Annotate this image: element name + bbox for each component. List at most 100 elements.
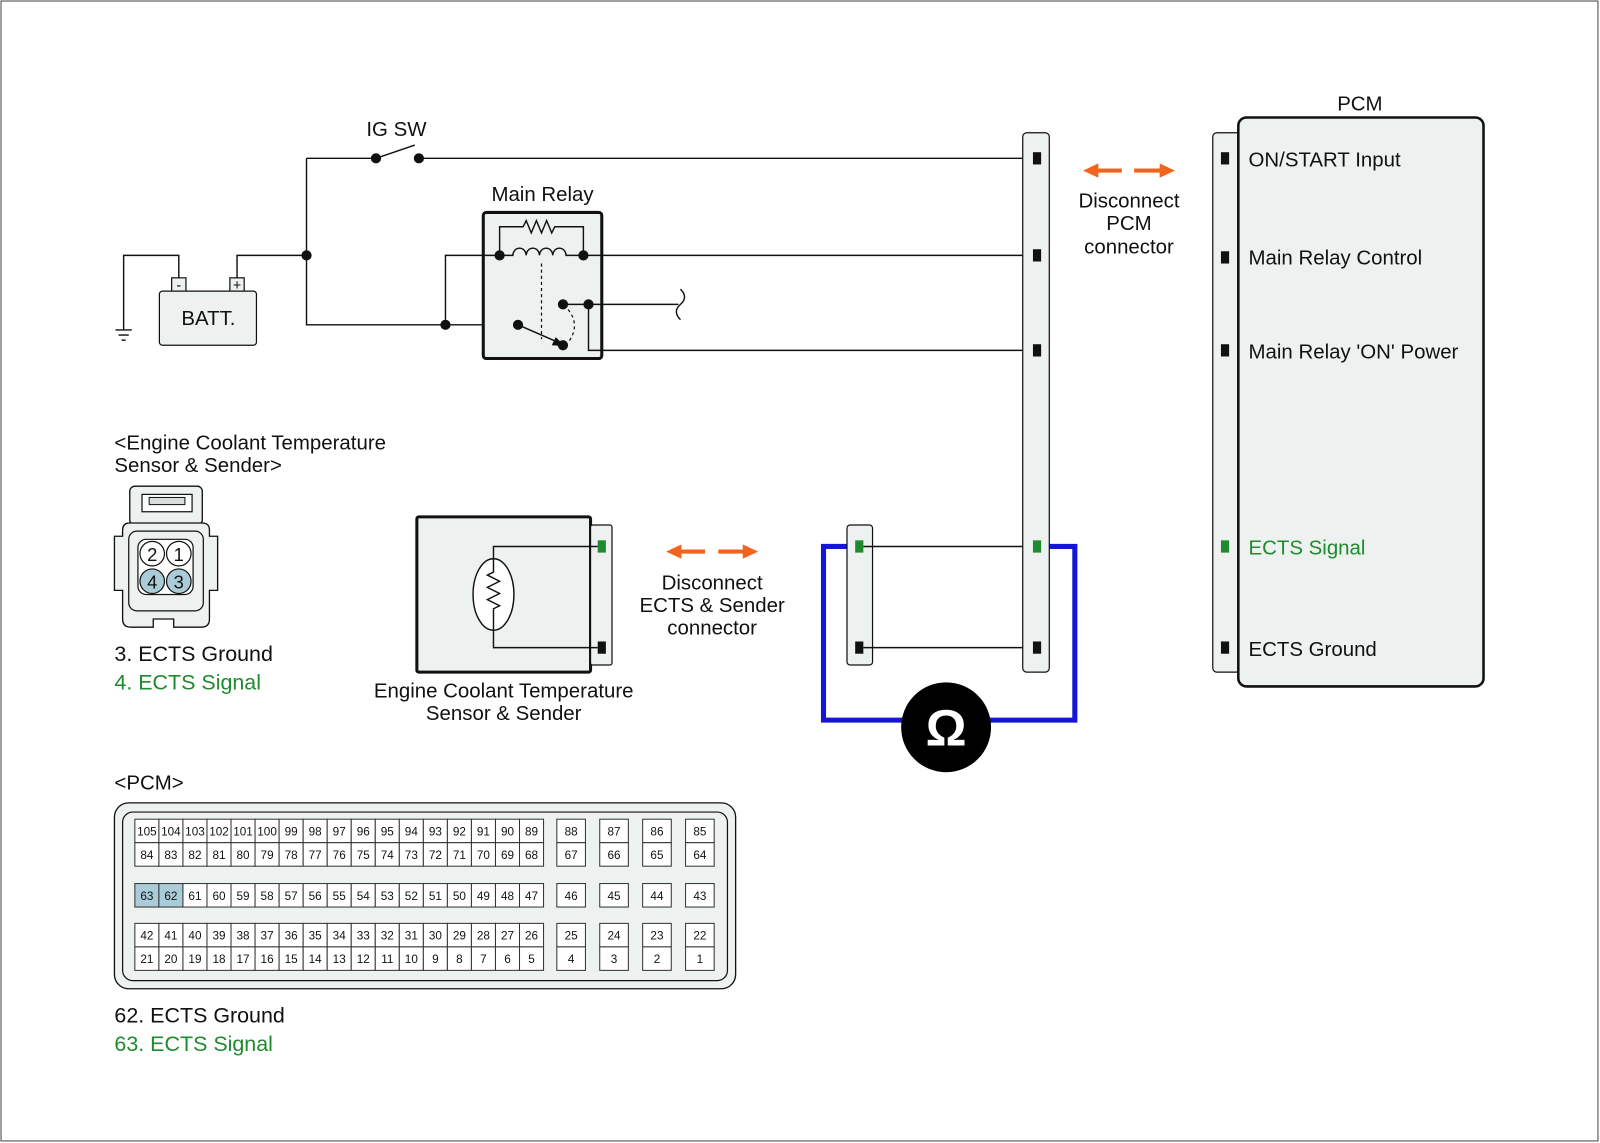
pcm-pin-number: 67	[565, 849, 578, 862]
connector-latch-bar	[148, 496, 186, 506]
pcm-pin-number: 92	[453, 826, 466, 839]
pcm-pin-cell	[518, 883, 545, 908]
pcm-pin-number: 60	[212, 890, 226, 903]
pcm-pin-number: 25	[565, 930, 579, 943]
pcm-pin-number: 83	[164, 849, 178, 862]
pcm-pin-number: 100	[257, 826, 277, 839]
pcm-pin-number: 20	[164, 953, 178, 966]
connector-housing-inner	[128, 530, 204, 612]
ig-switch-label: IG SW	[366, 119, 427, 141]
pcm-pin-number: 90	[501, 826, 515, 839]
pcm-terminal-label: ON/START Input	[1249, 149, 1401, 171]
pcm-pin-number: 6	[504, 953, 511, 966]
pcm-disconnect-text: PCM	[1106, 213, 1151, 235]
pcm-module: PCM ON/START Input Main Relay Control Ma…	[1212, 93, 1485, 688]
ects-harness-connector	[846, 524, 874, 666]
pcm-pin-number: 42	[140, 930, 153, 943]
pcm-harness-connector	[1022, 132, 1050, 673]
ects-connector-view-title: Sensor & Sender>	[114, 455, 281, 477]
pcm-pin-number: 44	[650, 890, 664, 903]
pcm-pin-number: 53	[381, 890, 395, 903]
pcm-pin-number: 63	[140, 890, 154, 903]
pcm-pin-number: 19	[188, 953, 201, 966]
pcm-pin-number: 18	[212, 953, 226, 966]
ohmmeter-lead-right	[986, 543, 1078, 723]
pcm-pin-number: 12	[357, 953, 370, 966]
pcm-pin-number: 88	[565, 826, 579, 839]
pcm-pin-number: 45	[608, 890, 622, 903]
pcm-pin-number: 94	[405, 826, 419, 839]
pcm-pin-number: 64	[693, 849, 707, 862]
pcm-pin-number: 49	[477, 890, 490, 903]
pcm-module-pin	[1220, 344, 1230, 357]
pcm-pin-number: 56	[309, 890, 323, 903]
ects-pin-number: 1	[174, 544, 184, 565]
pcm-pin-number: 15	[285, 953, 299, 966]
pcm-pin-number: 65	[650, 849, 664, 862]
pcm-pin-number: 59	[237, 890, 250, 903]
disconnect-arrowhead-right	[742, 544, 759, 559]
pcm-pin-cell	[685, 842, 715, 867]
ects-disconnect-text: Disconnect	[662, 572, 763, 594]
pcm-pin-number: 16	[261, 953, 275, 966]
pcm-pin-number: 75	[357, 849, 371, 862]
ects-pin-number: 4	[147, 571, 157, 592]
ects-pin-circle	[165, 568, 192, 595]
pcm-pin-number: 52	[405, 890, 418, 903]
pcm-module-pin	[1220, 641, 1230, 654]
pcm-pin-number: 48	[501, 890, 515, 903]
pcm-pin-cell	[599, 946, 629, 971]
pcm-pin-number: 39	[212, 930, 225, 943]
ohmmeter-lead-left	[820, 543, 906, 723]
pcm-pin-number: 78	[285, 849, 299, 862]
wire-battery-positive	[236, 254, 307, 278]
pcm-pin-cell	[556, 842, 586, 867]
pcm-pin-number: 33	[357, 930, 371, 943]
ects-pin-number: 2	[147, 544, 157, 565]
pcm-terminal-label: ECTS Ground	[1249, 639, 1377, 661]
pcm-pin-number: 27	[501, 930, 514, 943]
pcm-pin-number: 29	[453, 930, 466, 943]
pcm-disconnect-text: connector	[1084, 236, 1174, 258]
pcm-pin-number: 74	[381, 849, 395, 862]
pcm-module-pin-signal	[1220, 540, 1230, 553]
ects-legend-item: 3. ECTS Ground	[114, 642, 272, 666]
pcm-pin-number: 93	[429, 826, 443, 839]
pcm-pin-number: 3	[611, 953, 618, 966]
relay-contact-common	[512, 319, 524, 330]
pcm-pin-cell	[599, 842, 629, 867]
pcm-harness-pin	[1032, 249, 1042, 262]
ects-sensor-internal-wire	[492, 630, 598, 649]
pcm-pin-number: 70	[477, 849, 491, 862]
pcm-pin-number: 97	[333, 826, 346, 839]
disconnect-arrowhead-left	[666, 544, 682, 559]
pcm-pin-number: 89	[525, 826, 538, 839]
pcm-connector-view-title: <PCM>	[114, 773, 183, 795]
pcm-pin-cell	[556, 946, 586, 971]
ground-circuit	[115, 254, 180, 341]
main-relay: Main Relay	[481, 184, 604, 361]
ects-connector-view: <Engine Coolant Temperature Sensor & Sen…	[113, 432, 386, 694]
disconnect-arrowhead-left	[1083, 163, 1099, 178]
pcm-pin-number: 76	[333, 849, 347, 862]
pcm-pin-number: 11	[381, 953, 393, 966]
battery-positive-symbol: +	[233, 278, 241, 294]
ects-harness-pin-signal	[855, 540, 864, 553]
pcm-pin-number: 102	[209, 826, 229, 839]
wire-main-relay-on-power	[587, 304, 1035, 352]
pcm-terminal-label: Main Relay 'ON' Power	[1249, 342, 1459, 364]
pcm-pin-number: 32	[381, 930, 394, 943]
pcm-pin-cell	[518, 946, 545, 971]
pcm-pin-cell	[642, 946, 672, 971]
relay-resistor	[498, 218, 585, 256]
pcm-pin-number: 46	[565, 890, 579, 903]
ects-harness-pin-ground	[855, 641, 864, 654]
pcm-pin-number: 69	[501, 849, 514, 862]
pcm-module-connector	[1212, 132, 1241, 673]
ects-pin-number: 3	[174, 571, 184, 592]
pcm-pin-cell	[556, 883, 586, 908]
pcm-harness-pin	[1032, 344, 1042, 357]
